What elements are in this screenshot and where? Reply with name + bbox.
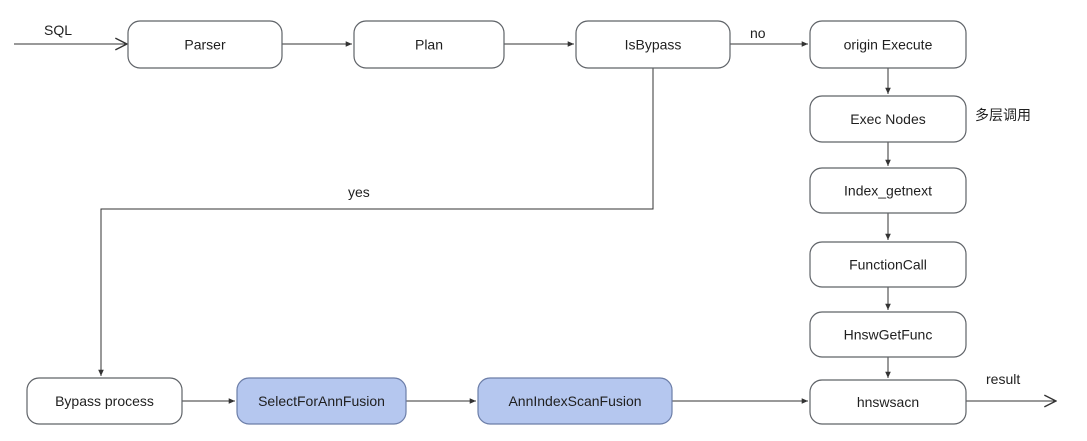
node-bypass-process-label: Bypass process [55,393,154,409]
node-bypass-process: Bypass process [26,377,183,425]
node-select-for-ann-fusion: SelectForAnnFusion [236,377,407,425]
edge-label-yes: yes [348,184,370,200]
node-select-for-ann-fusion-label: SelectForAnnFusion [258,393,385,409]
node-hnsw-get-func-label: HnswGetFunc [844,327,933,343]
node-function-call-label: FunctionCall [849,257,927,273]
node-origin-execute: origin Execute [809,20,967,69]
node-isbypass-label: IsBypass [625,37,682,53]
node-parser-label: Parser [184,37,226,53]
edge-label-multi-layer-call: 多层调用 [975,107,1031,123]
edge-label-no: no [750,25,766,41]
node-hnswsacn: hnswsacn [809,379,967,425]
node-parser: Parser [127,20,283,69]
node-function-call: FunctionCall [809,241,967,288]
node-isbypass: IsBypass [575,20,731,69]
node-exec-nodes: Exec Nodes [809,95,967,143]
node-ann-index-scan-fusion: AnnIndexScanFusion [477,377,673,425]
node-plan-label: Plan [415,37,443,53]
output-label: result [986,371,1020,387]
node-origin-execute-label: origin Execute [844,37,933,53]
input-label: SQL [44,22,72,38]
edge-isbypass-bypass [98,68,654,376]
node-index-getnext-label: Index_getnext [844,183,932,199]
node-exec-nodes-label: Exec Nodes [850,111,925,127]
node-ann-index-scan-fusion-label: AnnIndexScanFusion [508,393,641,409]
node-plan: Plan [353,20,505,69]
node-hnsw-get-func: HnswGetFunc [809,311,967,358]
node-index-getnext: Index_getnext [809,167,967,214]
node-hnswsacn-label: hnswsacn [857,394,919,410]
